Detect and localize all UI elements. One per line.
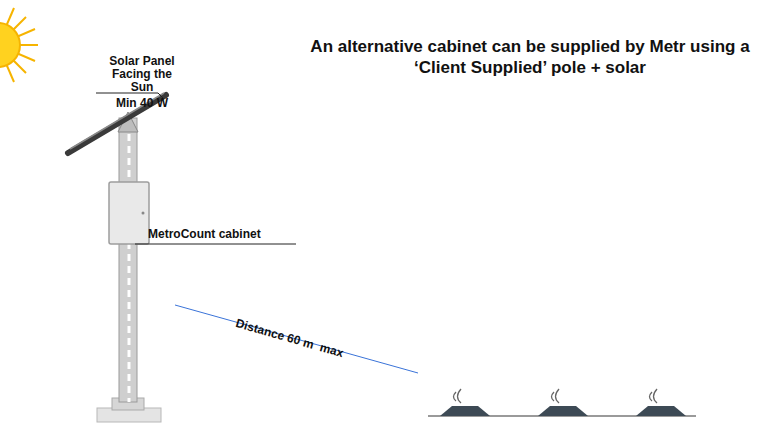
cabinet-label: MetroCount cabinet — [148, 227, 261, 241]
pole-perforation — [125, 118, 131, 402]
sun — [0, 5, 38, 85]
signal-waves — [454, 389, 658, 403]
cabinet-latch — [142, 212, 145, 215]
pole — [119, 118, 137, 402]
sensors — [440, 406, 686, 416]
distance-label: Distance 60 m max — [234, 316, 345, 360]
panel-label: Solar Panel Facing the Sun — [100, 55, 184, 94]
cabinet — [109, 182, 149, 244]
title: An alternative cabinet can be supplied b… — [295, 36, 765, 78]
power-label: Min 40 W — [116, 96, 168, 110]
leader-line — [135, 244, 296, 245]
distance-line — [175, 305, 418, 373]
